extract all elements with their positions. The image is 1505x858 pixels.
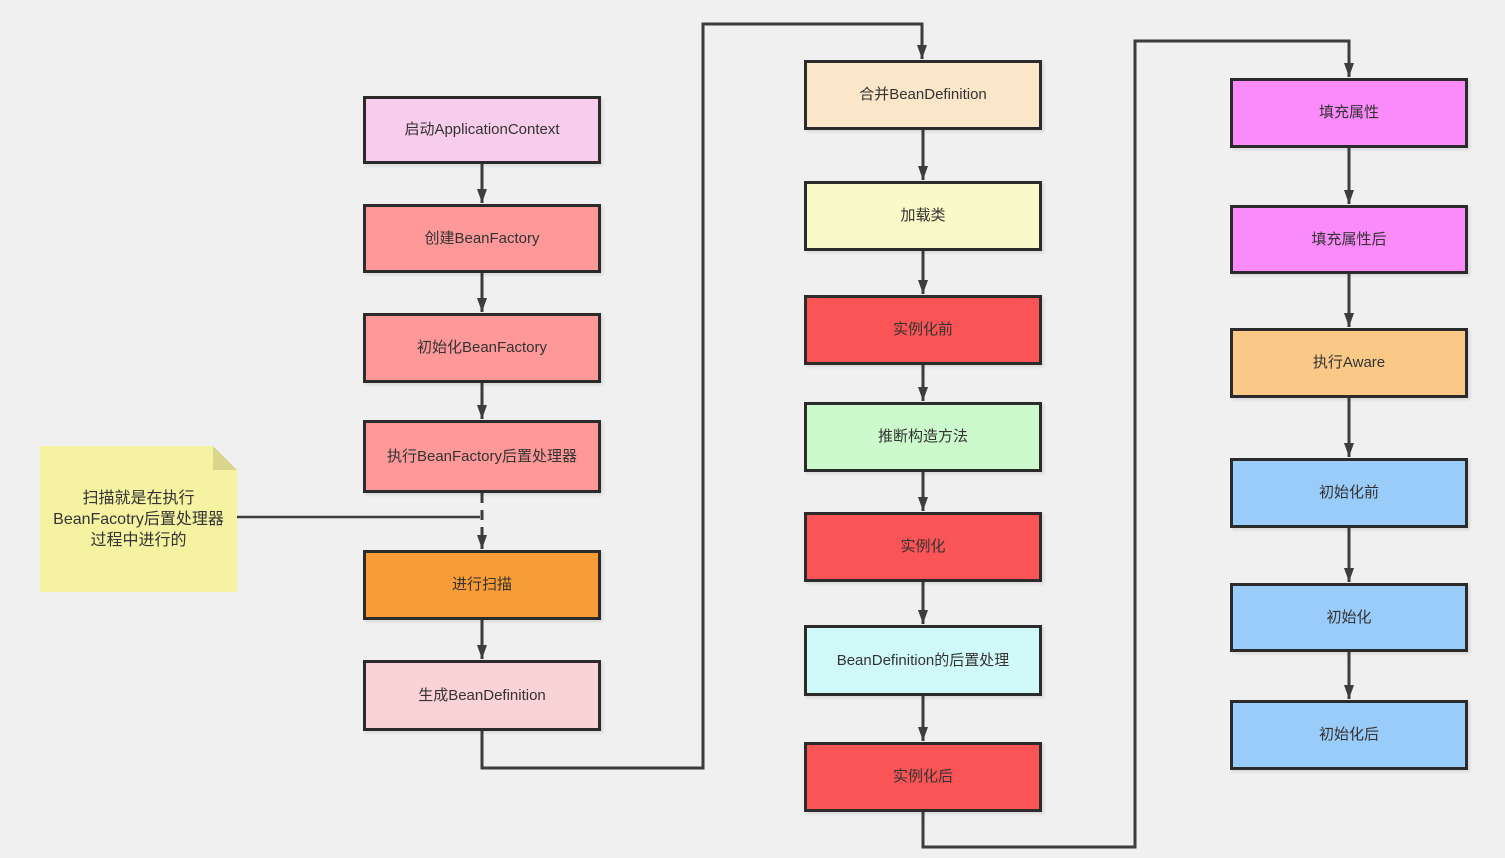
note-line: BeanFacotry后置处理器 [53, 510, 224, 528]
node-before-initialization[interactable]: 初始化前 [1230, 458, 1468, 528]
node-execute-aware[interactable]: 执行Aware [1230, 328, 1468, 398]
node-label: 合并BeanDefinition [859, 86, 987, 104]
node-generate-bean-definition[interactable]: 生成BeanDefinition [363, 660, 601, 731]
sticky-note[interactable]: 扫描就是在执行 BeanFacotry后置处理器 过程中进行的 [40, 446, 237, 592]
note-fold-corner-icon [213, 446, 237, 470]
node-after-initialization[interactable]: 初始化后 [1230, 700, 1468, 770]
node-label: 填充属性 [1318, 104, 1379, 122]
node-label: 实例化后 [892, 768, 953, 786]
node-label: 进行扫描 [451, 576, 512, 594]
node-label: 执行Aware [1312, 354, 1386, 372]
node-label: 填充属性后 [1311, 230, 1387, 248]
node-exec-beanfactory-post-processors[interactable]: 执行BeanFactory后置处理器 [363, 420, 601, 493]
node-label: 生成BeanDefinition [418, 686, 546, 704]
node-label: 加载类 [900, 207, 946, 225]
note-line: 过程中进行的 [90, 531, 187, 549]
node-label: 推断构造方法 [877, 428, 968, 446]
note-line: 扫描就是在执行 [82, 489, 195, 507]
node-create-bean-factory[interactable]: 创建BeanFactory [363, 204, 601, 273]
node-label: 初始化 [1326, 608, 1372, 626]
node-instantiation[interactable]: 实例化 [804, 512, 1042, 582]
node-label: 创建BeanFactory [424, 229, 540, 247]
node-start-application-context[interactable]: 启动ApplicationContext [363, 96, 601, 164]
node-label: 实例化前 [892, 321, 953, 339]
node-populate-properties[interactable]: 填充属性 [1230, 78, 1468, 148]
node-before-instantiation[interactable]: 实例化前 [804, 295, 1042, 365]
node-label: 启动ApplicationContext [404, 121, 560, 139]
node-merge-bean-definition[interactable]: 合并BeanDefinition [804, 60, 1042, 130]
node-load-class[interactable]: 加载类 [804, 181, 1042, 251]
node-label: 初始化后 [1318, 726, 1379, 744]
node-label: BeanDefinition的后置处理 [836, 651, 1010, 669]
node-label: 实例化 [900, 538, 946, 556]
node-label: 初始化前 [1318, 484, 1379, 502]
node-scan[interactable]: 进行扫描 [363, 550, 601, 620]
node-label: 初始化BeanFactory [416, 339, 548, 357]
node-init-bean-factory[interactable]: 初始化BeanFactory [363, 313, 601, 383]
node-initialization[interactable]: 初始化 [1230, 583, 1468, 652]
node-label: 执行BeanFactory后置处理器 [386, 447, 578, 465]
node-after-instantiation[interactable]: 实例化后 [804, 742, 1042, 812]
node-bean-definition-post-processing[interactable]: BeanDefinition的后置处理 [804, 625, 1042, 696]
node-infer-constructor[interactable]: 推断构造方法 [804, 402, 1042, 472]
node-after-populate-properties[interactable]: 填充属性后 [1230, 205, 1468, 274]
